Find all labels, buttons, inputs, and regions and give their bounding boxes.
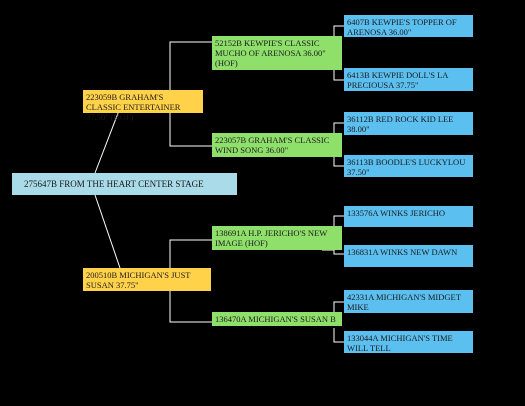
pedigree-root-dog[interactable]: 275647B FROM THE HEART CENTER STAGE bbox=[12, 173, 237, 195]
pedigree-dds[interactable]: 42331A MICHIGAN'S MIDGET MIKE bbox=[344, 290, 473, 313]
pedigree-dam-sire[interactable]: 138691A H.P. JERICHO'S NEW IMAGE (HOF) bbox=[212, 226, 342, 250]
pedigree-ssd[interactable]: 6413B KEWPIE DOLL'S LA PRECIOUSA 37.75" bbox=[344, 68, 473, 91]
pedigree-sire-dam[interactable]: 223057B GRAHAM'S CLASSIC WIND SONG 36.00… bbox=[212, 133, 342, 157]
pedigree-sds[interactable]: 36112B RED ROCK KID LEE 38.00" bbox=[344, 112, 473, 135]
pedigree-ddd[interactable]: 133044A MICHIGAN'S TIME WILL TELL bbox=[344, 331, 473, 353]
pedigree-sdd[interactable]: 36113B BOODLE'S LUCKYLOU 37.50" bbox=[344, 155, 473, 177]
pedigree-dam[interactable]: 200510B MICHIGAN'S JUST SUSAN 37.75" bbox=[83, 268, 211, 291]
pedigree-dam-dam[interactable]: 136470A MICHIGAN'S SUSAN B bbox=[212, 312, 342, 326]
pedigree-sss[interactable]: 6407B KEWPIE'S TOPPER OF ARENOSA 36.00" bbox=[344, 15, 473, 37]
pedigree-dsd[interactable]: 136831A WINKS NEW DAWN bbox=[344, 245, 473, 267]
pedigree-dss[interactable]: 133576A WINKS JERICHO bbox=[344, 206, 473, 227]
pedigree-sire-sire[interactable]: 52152B KEWPIE'S CLASSIC MUCHO OF ARENOSA… bbox=[212, 36, 342, 70]
pedigree-sire[interactable]: 223059B GRAHAM'S CLASSIC ENTERTAINER 37.… bbox=[83, 90, 203, 122]
